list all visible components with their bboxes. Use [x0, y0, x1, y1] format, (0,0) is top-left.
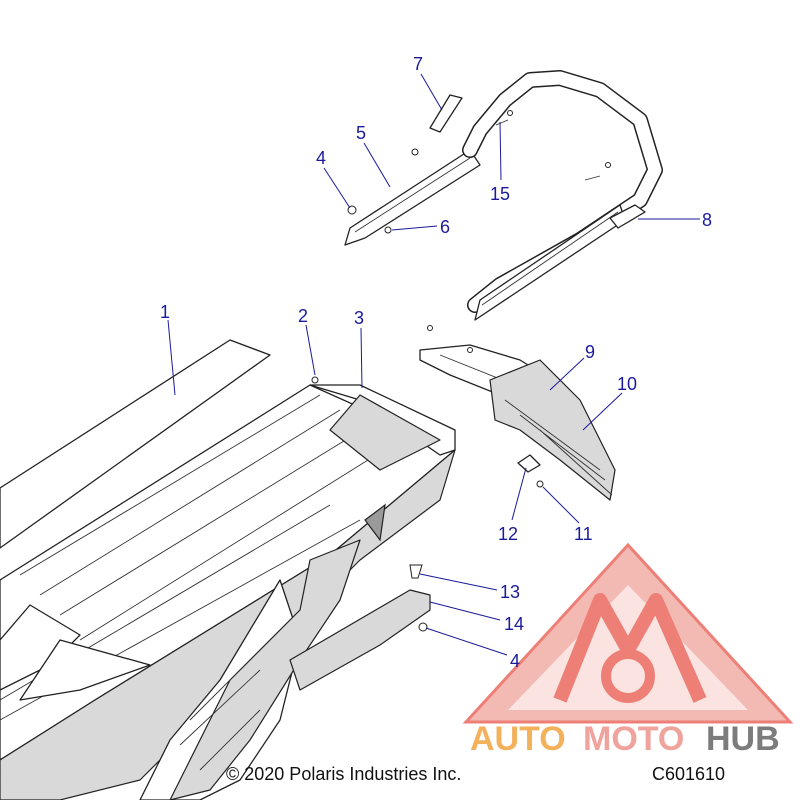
callout-11: 11	[574, 524, 593, 544]
part-5-rail-bumper	[344, 70, 663, 321]
callout-4-upper: 4	[316, 148, 326, 168]
callout-12: 12	[498, 524, 518, 544]
callout-7: 7	[413, 54, 423, 74]
callout-1: 1	[160, 302, 170, 322]
part-12-plate	[517, 454, 541, 473]
watermark-word-hub: HUB	[706, 720, 780, 758]
callout-9: 9	[585, 342, 595, 362]
part-7-cap	[429, 94, 463, 133]
callout-14: 14	[504, 614, 524, 634]
part-8-cap	[609, 204, 646, 229]
callout-4-lower: 4	[510, 651, 520, 671]
callout-10: 10	[617, 374, 637, 394]
callout-8: 8	[702, 210, 712, 230]
hardware-fasteners	[311, 110, 611, 632]
copyright-text: © 2020 Polaris Industries Inc.	[226, 764, 462, 784]
callout-13: 13	[500, 582, 520, 602]
part-3-tunnel	[0, 384, 456, 800]
watermark-word-auto: AUTO	[470, 720, 566, 758]
callout-2: 2	[298, 306, 308, 326]
callout-3: 3	[354, 308, 364, 328]
watermark-word-moto: MOTO	[583, 720, 684, 758]
watermark-logo	[462, 542, 794, 724]
callout-6: 6	[440, 217, 450, 237]
part-14-rail	[289, 589, 431, 691]
watermark-wordmark: AUTO MOTO HUB	[470, 720, 780, 758]
part-1-strip	[0, 339, 271, 549]
callout-5: 5	[356, 123, 366, 143]
part-10-flap	[489, 359, 616, 501]
callout-labels: 1 2 3 4 5 6 7 8 9 10 11 12 13 14 15 4	[160, 54, 712, 671]
drawing-code: C601610	[652, 764, 726, 784]
callout-15: 15	[490, 184, 510, 204]
leader-lines	[167, 73, 700, 656]
